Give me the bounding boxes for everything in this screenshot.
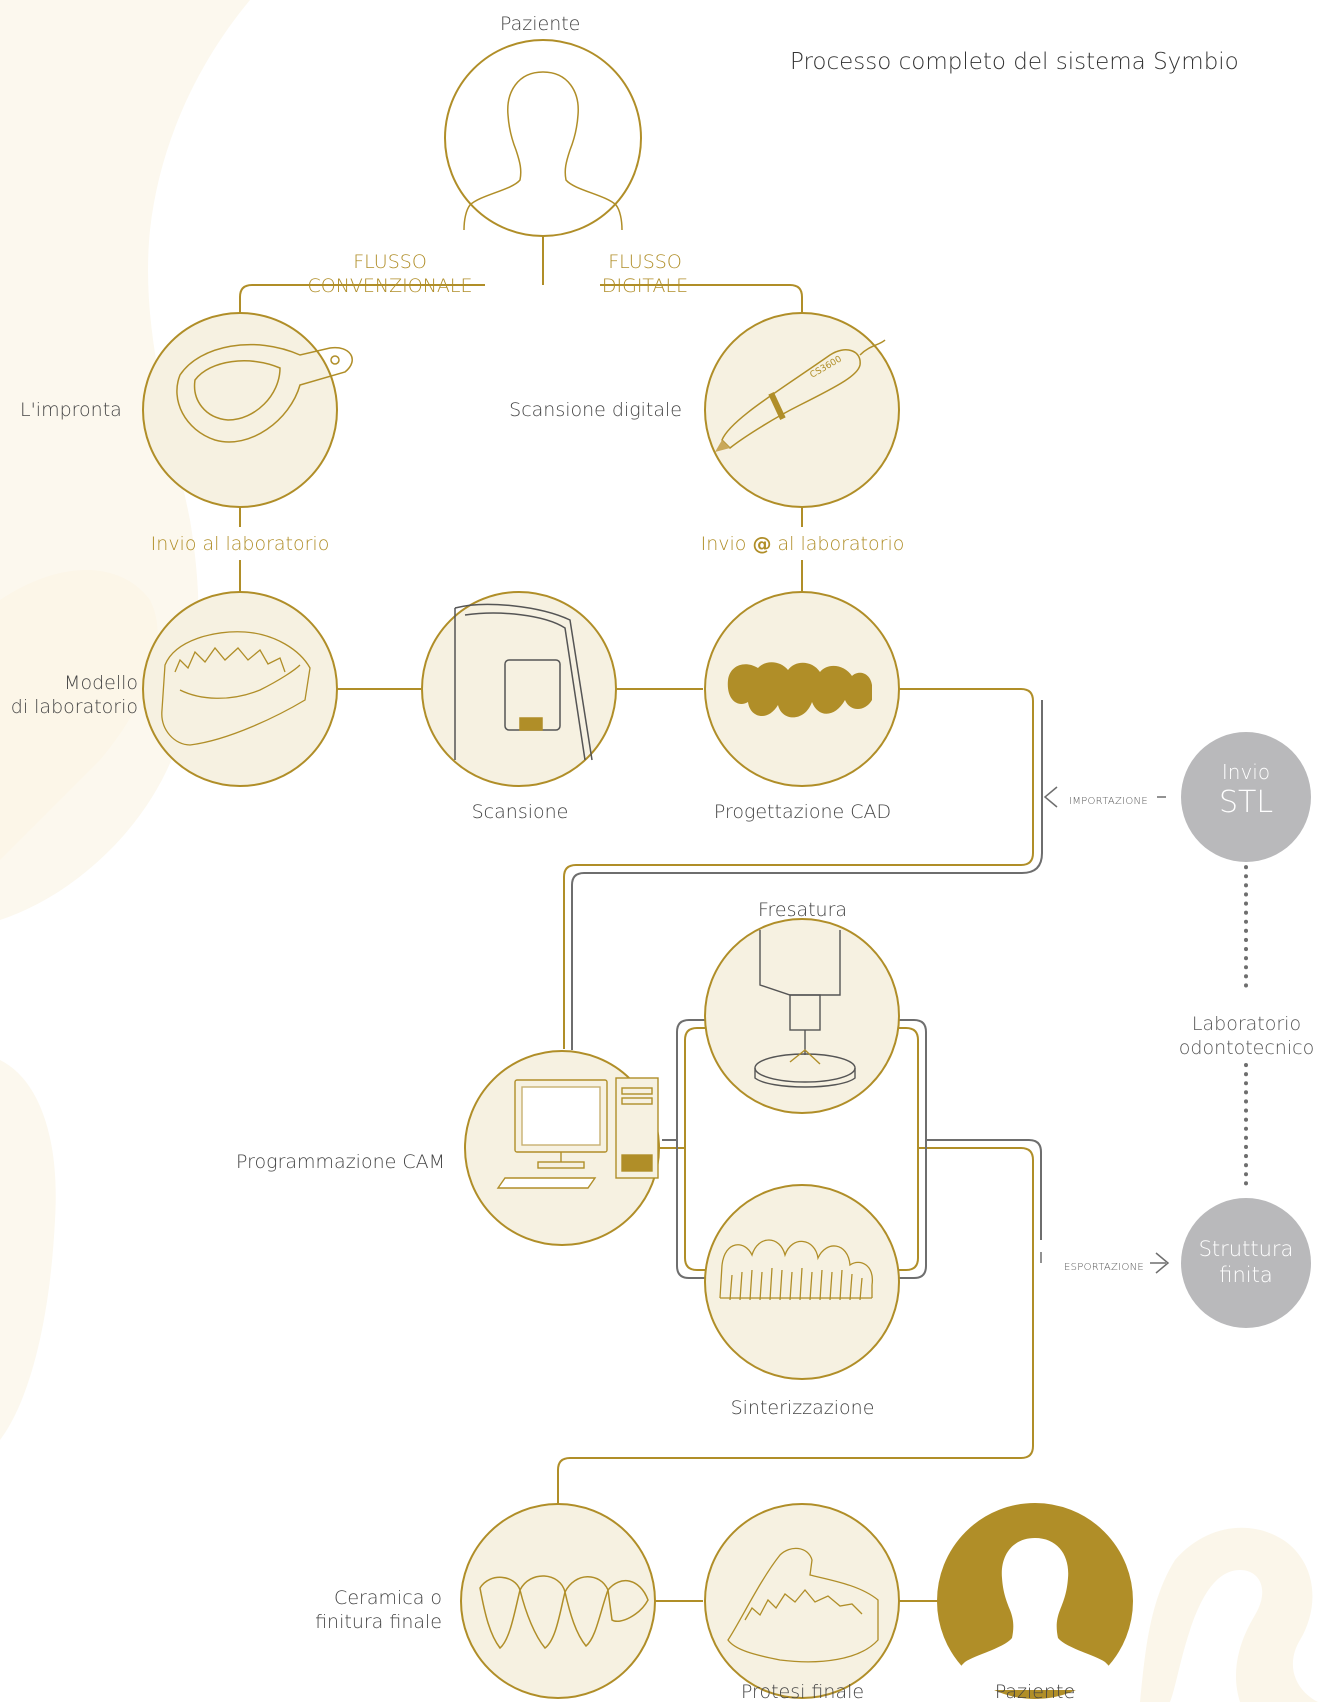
- cam-label: Programmazione CAM: [236, 1151, 445, 1173]
- finished-line2: finita: [1219, 1263, 1273, 1287]
- dental-lab-label: Laboratorio odontotecnico: [1175, 1012, 1318, 1060]
- top-patient-label: Paziente: [500, 13, 581, 35]
- sintering-circle: [704, 1184, 900, 1380]
- lab-model-line2: di laboratorio: [10, 696, 138, 718]
- sintering-label: Sinterizzazione: [730, 1397, 875, 1419]
- digital-scan-circle: [704, 312, 900, 508]
- lab-model-circle: [142, 591, 338, 787]
- final-patient-label: Paziente: [994, 1681, 1076, 1703]
- ceramic-crowns-icon: [479, 1575, 649, 1650]
- import-label: IMPORTAZIONE: [1069, 796, 1148, 807]
- dental-model-icon: [161, 631, 311, 746]
- impression-tray-icon: [176, 343, 353, 443]
- prosthesis-icon: [727, 1547, 879, 1663]
- cad-label: Progettazione CAD: [713, 801, 892, 823]
- side-nodes: [1181, 732, 1311, 1328]
- digital-flow-line1: FLUSSO: [608, 251, 682, 273]
- ceramic-label: Ceramica o finitura finale: [290, 1586, 442, 1634]
- conventional-flow-line2: CONVENZIONALE: [307, 275, 473, 297]
- digital-scan-label: Scansione digitale: [509, 399, 682, 421]
- impression-circle: [142, 312, 338, 508]
- ceramic-line2: finitura finale: [315, 1611, 442, 1633]
- stl-node: [1181, 732, 1311, 862]
- finished-structure-node: [1181, 1198, 1311, 1328]
- background-logo-shape: [1140, 1527, 1318, 1702]
- finished-line1: Struttura: [1198, 1237, 1294, 1261]
- background-swirl-shape-2: [0, 570, 158, 860]
- cad-bridge-icon: [727, 662, 872, 718]
- scan-circle: [421, 591, 617, 787]
- intraoral-scanner-icon: CS3600: [715, 339, 886, 452]
- patient-silhouette-icon: [950, 1538, 1120, 1690]
- ceramic-line1: Ceramica o: [334, 1587, 442, 1609]
- export-label: ESPORTAZIONE: [1064, 1262, 1145, 1273]
- ceramic-circle: [460, 1503, 656, 1699]
- patient-outline-icon: [463, 71, 623, 231]
- sintered-crowns-icon: [719, 1239, 873, 1301]
- impression-label: L'impronta: [20, 399, 122, 421]
- milling-machine-icon: [754, 930, 856, 1088]
- at-symbol-icon: @: [752, 533, 772, 555]
- conventional-flow-line1: FLUSSO: [353, 251, 427, 273]
- send-lab-label: Invio al laboratorio: [150, 533, 330, 555]
- milling-circle: [704, 918, 900, 1114]
- scan-label: Scansione: [471, 801, 569, 823]
- lab-model-label: Modello di laboratorio: [10, 671, 138, 719]
- computer-icon: [496, 1077, 659, 1189]
- lab-scanner-icon: [454, 603, 593, 761]
- dental-lab-line1: Laboratorio: [1191, 1013, 1302, 1035]
- milling-label: Fresatura: [757, 899, 848, 921]
- stl-node-label-2: STL: [1218, 785, 1274, 820]
- send-lab-digital-part1: Invio: [700, 533, 747, 555]
- stl-node-label-1: Invio: [1221, 760, 1271, 784]
- lab-model-line1: Modello: [64, 672, 138, 694]
- send-lab-digital-label: Invio @ al laboratorio: [690, 532, 915, 556]
- background-swirl-shape-3: [0, 1060, 56, 1440]
- digital-gray-connectors: [571, 700, 1170, 1279]
- send-lab-digital-part2: al laboratorio: [777, 533, 905, 555]
- page-title: Processo completo del sistema Symbio: [790, 49, 1239, 75]
- final-prosthesis-circle: [704, 1503, 900, 1699]
- digital-flow-line2: DIGITALE: [601, 275, 689, 297]
- digital-flow-label: FLUSSO DIGITALE: [590, 250, 700, 298]
- finished-structure-label: Struttura finita: [1181, 1236, 1311, 1288]
- conventional-flow-label: FLUSSO CONVENZIONALE: [290, 250, 490, 298]
- dental-lab-line2: odontotecnico: [1178, 1037, 1315, 1059]
- cam-circle: [464, 1050, 660, 1246]
- final-prosthesis-label: Protesi finale: [740, 1681, 865, 1703]
- patient-top-circle: [444, 39, 642, 237]
